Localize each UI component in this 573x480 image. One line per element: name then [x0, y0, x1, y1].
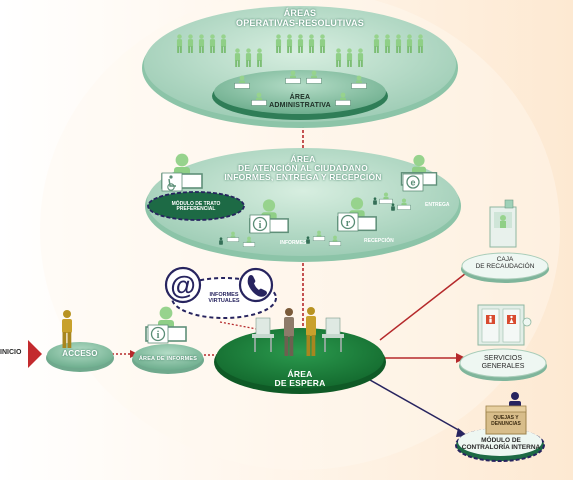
preferential-module — [147, 152, 245, 221]
waiting-title-line1: ÁREA — [287, 369, 313, 379]
waiting-area-title: ÁREA DE ESPERA — [250, 369, 350, 389]
svg-text:@: @ — [170, 270, 195, 300]
reception-module: r — [306, 196, 378, 246]
operative-title-line1: ÁREAS — [283, 8, 317, 18]
general-services-label: SERVICIOS GENERALES — [462, 355, 544, 370]
info-icon — [150, 326, 166, 342]
svg-text:r: r — [346, 218, 351, 229]
operative-areas-title: ÁREAS OPERATIVAS-RESOLUTIVAS — [225, 8, 375, 28]
wheelchair-icon — [167, 175, 176, 191]
complaints-box-label: QUEJAS Y DENUNCIAS — [486, 415, 526, 427]
comptroller-line2: CONTRALORÍA INTERNA — [461, 444, 541, 452]
comptroller-line1: MÓDULO DE — [481, 437, 521, 444]
delivery-label: ENTREGA — [425, 202, 450, 208]
cashier-label: CAJA DE RECAUDACIÓN — [464, 256, 546, 270]
information-label: INFORMES — [280, 240, 307, 246]
operative-title-line2: OPERATIVAS-RESOLUTIVAS — [236, 17, 364, 28]
virtual-info-line1: INFORMES — [209, 292, 239, 298]
citizen-title-line2: DE ATENCIÓN AL CIUDADANO — [238, 163, 368, 174]
admin-title-line2: ADMINISTRATIVA — [269, 101, 331, 109]
letter-r-icon — [340, 214, 356, 230]
comptroller-label: MÓDULO DE CONTRALORÍA INTERNA — [458, 437, 544, 451]
preferential-module-label: MÓDULO DE TRATO PREFERENCIAL — [160, 201, 232, 213]
cashier-platform — [461, 199, 549, 283]
citizen-title-line1: ÁREA — [290, 154, 316, 164]
services-line2: GENERALES — [481, 362, 525, 370]
start-label: INICIO — [0, 349, 22, 356]
virtual-info-line2: VIRTUALES — [208, 298, 240, 305]
complaints-line2: DENUNCIAS — [491, 420, 521, 427]
administrative-area-title: ÁREA ADMINISTRATIVA — [255, 94, 345, 109]
waiting-area-platform — [214, 307, 386, 394]
citizen-title-line3: INFORMES, ENTREGA Y RECEPCIÓN — [224, 172, 382, 183]
citizen-attention-title: ÁREA DE ATENCIÓN AL CIUDADANO INFORMES, … — [203, 154, 403, 183]
visitor-figure — [62, 310, 72, 348]
access-label: ACCESO — [62, 349, 98, 358]
virtual-info-bubble: @ — [164, 266, 277, 319]
letter-e-icon — [406, 175, 420, 189]
preferential-line2: PREFERENCIAL — [176, 206, 216, 213]
telephone-icon — [238, 267, 274, 303]
internal-comptroller-platform — [455, 392, 545, 462]
cashier-line2: DE RECAUDACIÓN — [475, 263, 535, 271]
virtual-info-label: INFORMES VIRTUALES — [198, 292, 250, 304]
waiting-person-man — [306, 307, 316, 356]
waiting-title-line2: DE ESPERA — [274, 378, 326, 389]
info-icon — [252, 216, 268, 232]
information-module: i — [219, 198, 290, 247]
waiting-chairs — [252, 317, 344, 352]
complaints-line1: QUEJAS Y — [493, 415, 519, 421]
admin-title-line1: ÁREA — [289, 94, 311, 101]
info-area-platform: i — [132, 305, 204, 374]
preferential-line1: MÓDULO DE TRATO — [171, 201, 221, 207]
waiting-person-woman — [284, 308, 294, 356]
at-sign-icon: @ — [164, 266, 202, 304]
svg-text:i: i — [157, 330, 160, 341]
services-line1: SERVICIOS — [484, 355, 522, 362]
complaints-desk — [485, 392, 527, 435]
operative-areas-platform — [142, 6, 458, 128]
reception-label: RECEPCIÓN — [364, 238, 394, 244]
cashier-line1: CAJA — [496, 256, 514, 263]
info-area-label: ÁREA DE INFORMES — [138, 356, 198, 362]
citizen-attention-platform: e i r — [145, 148, 461, 262]
start-arrow-icon — [28, 340, 42, 368]
general-services-platform — [459, 304, 547, 381]
svg-text:i: i — [259, 220, 262, 231]
access-platform — [46, 310, 114, 372]
svg-text:e: e — [410, 178, 415, 188]
delivery-module: e — [373, 154, 438, 211]
